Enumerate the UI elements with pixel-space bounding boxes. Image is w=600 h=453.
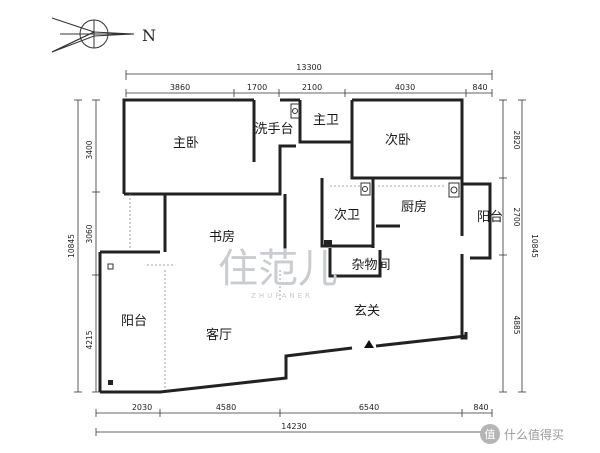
- room-living-room: 客厅: [206, 327, 232, 343]
- watermark-subtext: ZHUFANER: [251, 292, 313, 300]
- dim-right-total: 10845: [530, 234, 539, 258]
- dim-top-seg-3: 2100: [302, 83, 322, 92]
- room-entrance: 玄关: [354, 304, 380, 319]
- dim-left-seg-3: 4215: [85, 330, 94, 349]
- dim-top-seg-5: 840: [472, 83, 487, 92]
- dim-left-total: 10845: [67, 234, 76, 258]
- dim-right-seg-3: 4885: [512, 315, 521, 334]
- room-kitchen: 厨房: [401, 199, 427, 215]
- dim-right-seg-2: 2700: [512, 207, 521, 226]
- dim-top-total: 13300: [296, 63, 321, 72]
- dim-top-seg-1: 3860: [170, 83, 190, 92]
- room-balcony-left: 阳台: [121, 314, 147, 329]
- room-washbasin: 洗手台: [254, 122, 293, 137]
- brand-glyph: 值: [485, 428, 496, 441]
- compass-icon: [51, 17, 135, 53]
- right-dimensions: [499, 99, 526, 393]
- room-study: 书房: [209, 229, 235, 245]
- top-dimensions: [125, 70, 493, 97]
- dim-top-seg-4: 4030: [395, 83, 415, 92]
- room-balcony-right: 阳台: [477, 210, 503, 225]
- dim-bottom-seg-2: 4580: [216, 403, 236, 412]
- brand-text: 什么值得买: [504, 427, 564, 442]
- north-label: N: [142, 26, 156, 45]
- dim-bottom-total: 14230: [281, 422, 306, 431]
- dim-bottom-seg-3: 6540: [359, 403, 379, 412]
- room-master-bedroom: 主卧: [173, 136, 199, 151]
- dim-bottom-seg-1: 2030: [132, 403, 152, 412]
- dim-left-seg-2: 3060: [85, 224, 94, 243]
- fixtures: [107, 103, 460, 390]
- watermark-logo: 住范儿: [218, 246, 338, 292]
- walls: [98, 98, 492, 394]
- room-second-bath: 次卫: [334, 207, 360, 223]
- dim-left-seg-1: 3400: [85, 140, 94, 159]
- room-second-bedroom: 次卧: [385, 132, 411, 148]
- dim-right-seg-1: 2820: [512, 130, 521, 149]
- brand-logo-icon: 值: [480, 424, 500, 444]
- room-master-bath: 主卫: [313, 113, 339, 128]
- dim-bottom-seg-4: 840: [473, 403, 488, 412]
- room-storage: 杂物间: [351, 258, 390, 273]
- dim-top-seg-2: 1700: [247, 83, 267, 92]
